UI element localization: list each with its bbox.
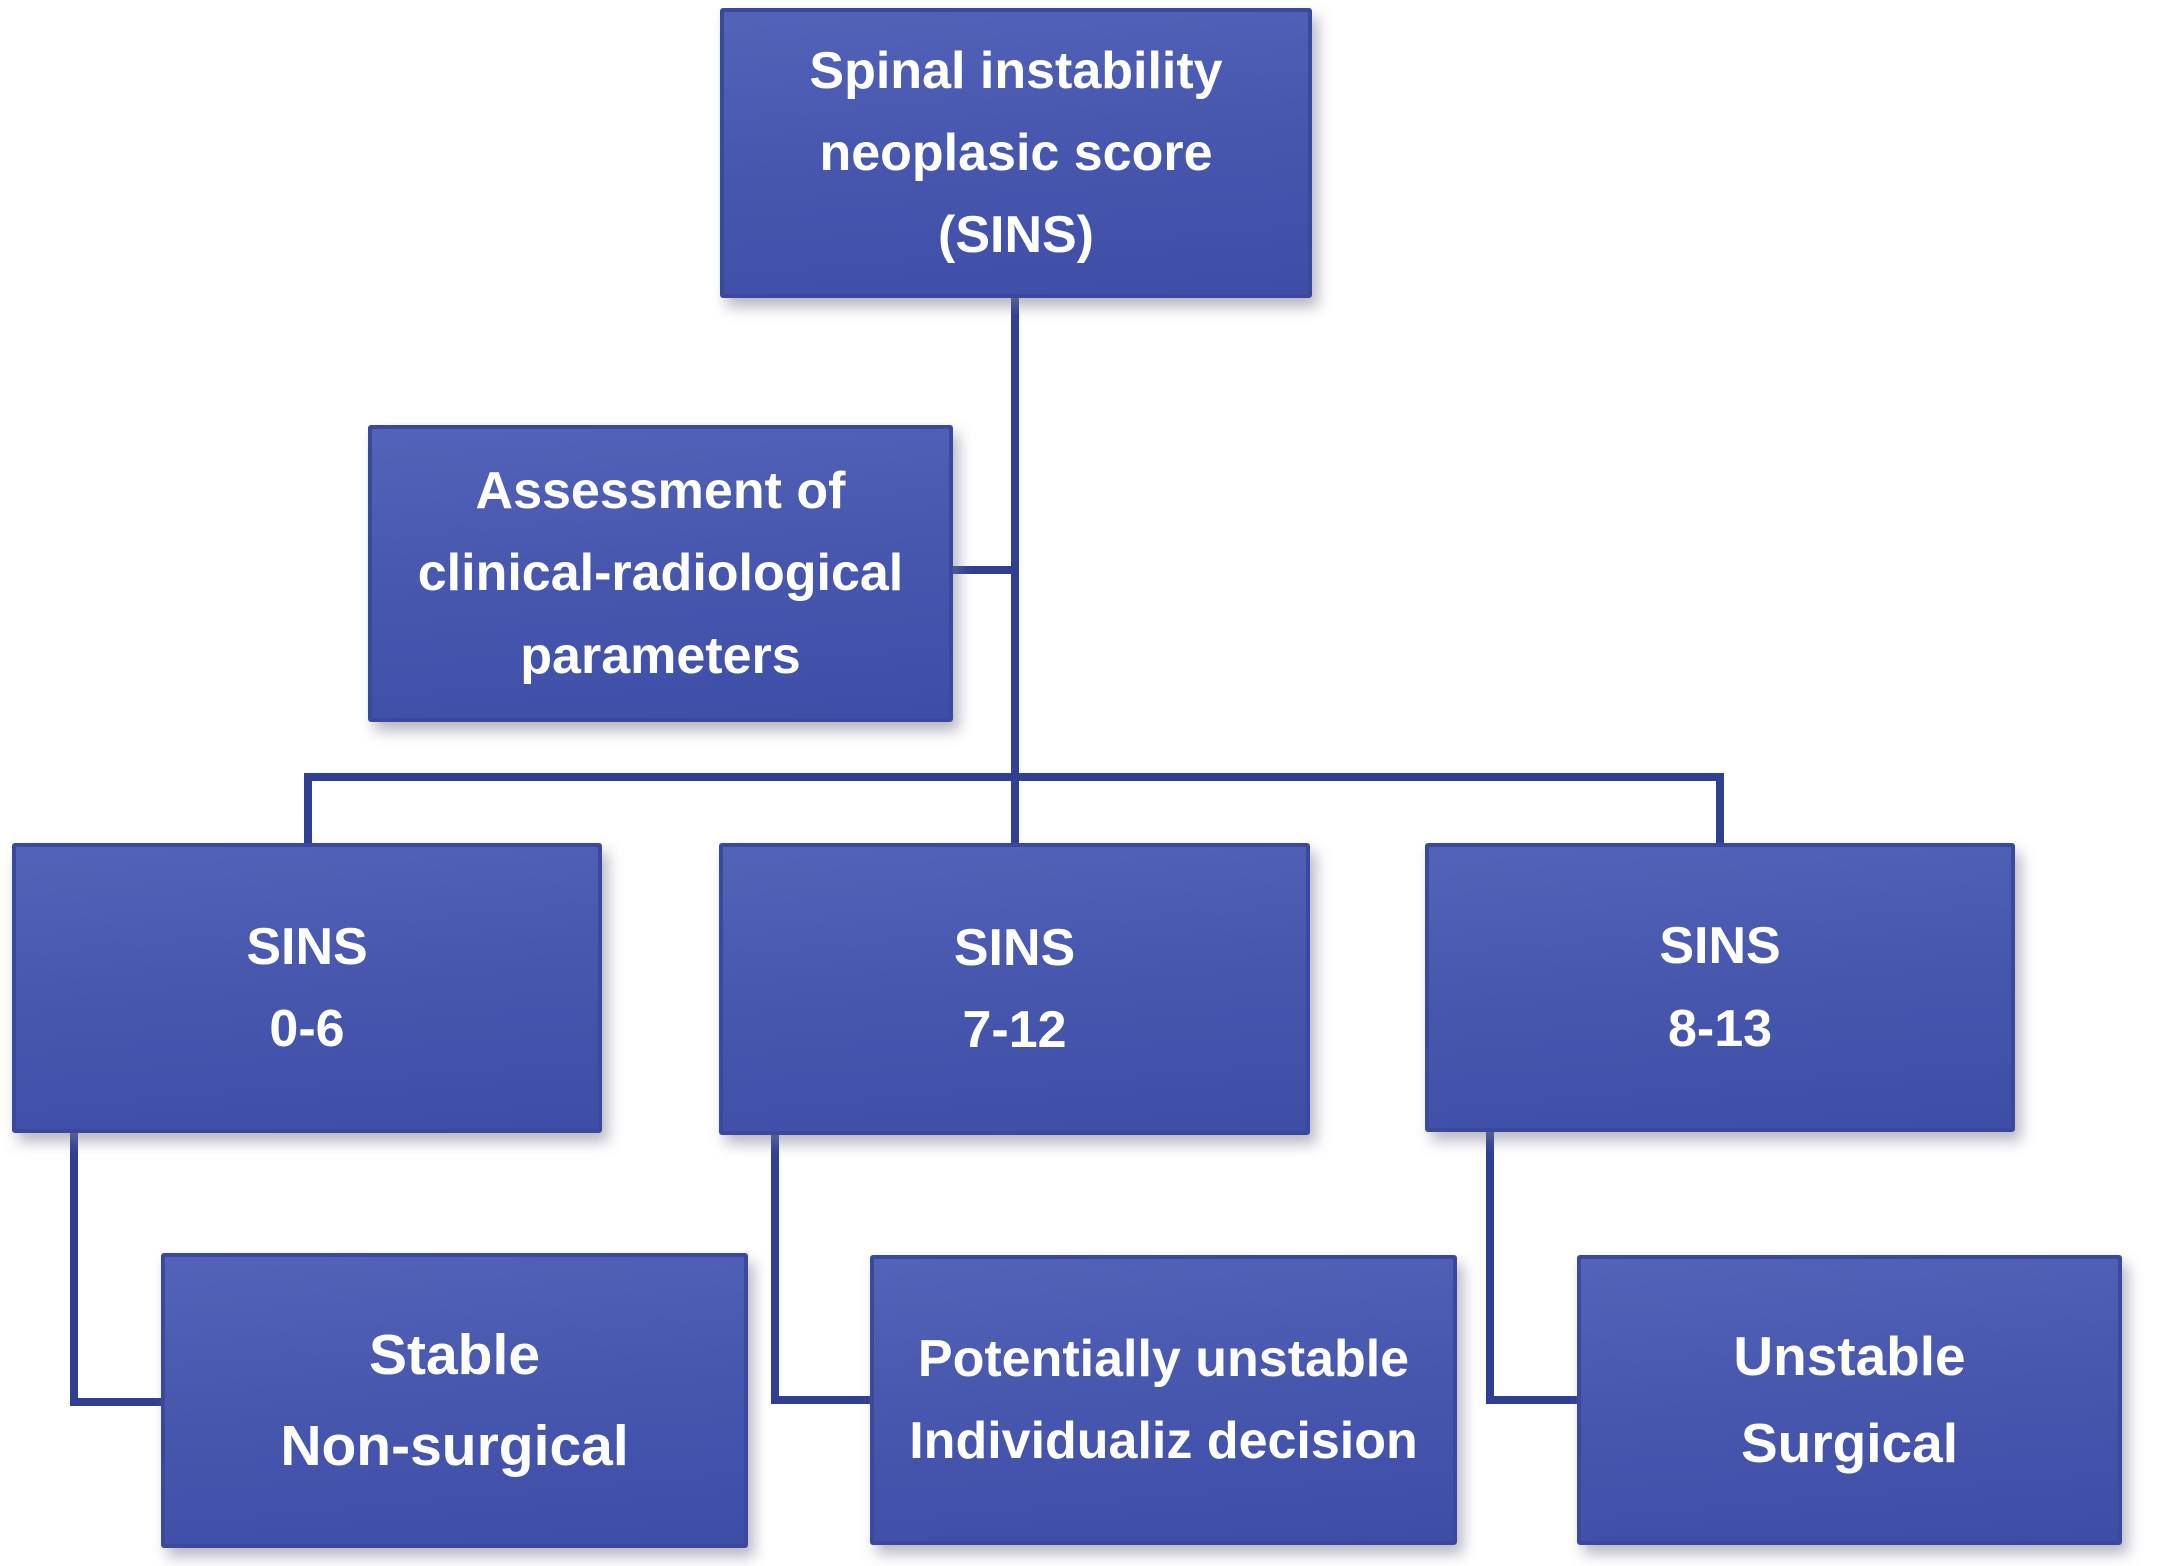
connector-sins-0-6-to-stable-horizontal [70,1398,161,1406]
node-sins-8-13: SINS 8-13 [1425,843,2015,1132]
node-potentially-unstable-individualiz-decision: Potentially unstable Individualiz decisi… [870,1255,1457,1545]
node-text-line: neoplasic score [819,123,1213,182]
node-sins-7-12: SINS 7-12 [719,843,1310,1135]
node-text-line: Assessment of [475,462,846,521]
node-text-line: parameters [520,626,801,685]
connector-sins-7-12-to-potential-vertical [771,1135,779,1404]
node-text-line: Surgical [1740,1412,1959,1474]
node-text-line: Unstable [1733,1325,1966,1388]
connector-sins-7-12-to-potential-horizontal [771,1396,870,1404]
node-text-line: Potentially unstable [917,1329,1410,1388]
connector-root-trunk [1011,298,1019,843]
node-text-line: SINS [953,918,1076,977]
node-assessment-of-clinical-radiological-parameters: Assessment of clinical-radiological para… [368,425,953,722]
node-text-line: 7-12 [962,1001,1067,1059]
connector-sins-8-13-to-unstable-vertical [1486,1132,1494,1404]
connector-distribution-rail [304,773,1724,781]
node-stable-non-surgical: Stable Non-surgical [161,1253,748,1548]
connector-sins-0-6-to-stable-vertical [70,1133,78,1406]
node-text-line: clinical-radiological [417,544,904,603]
connector-assessment-stub [953,566,1015,574]
node-text-line: 8-13 [1667,999,1773,1058]
node-unstable-surgical: Unstable Surgical [1577,1255,2122,1545]
node-text-line: Spinal instability [809,41,1223,100]
node-text-line: (SINS) [938,206,1094,265]
connector-sins-8-13-to-unstable-horizontal [1486,1396,1577,1404]
node-text-line: 0-6 [269,1000,345,1058]
node-text-line: SINS [246,917,368,976]
connector-drop-sins-8-13 [1716,773,1724,843]
node-spinal-instability-neoplasic-score: Spinal instability neoplasic score (SINS… [720,8,1312,298]
node-text-line: Individualiz decision [909,1412,1418,1470]
node-text-line: SINS [1659,917,1781,976]
node-sins-0-6: SINS 0-6 [12,843,602,1133]
connector-drop-sins-0-6 [304,773,312,843]
node-text-line: Stable [368,1323,541,1388]
node-text-line: Non-surgical [280,1413,629,1478]
